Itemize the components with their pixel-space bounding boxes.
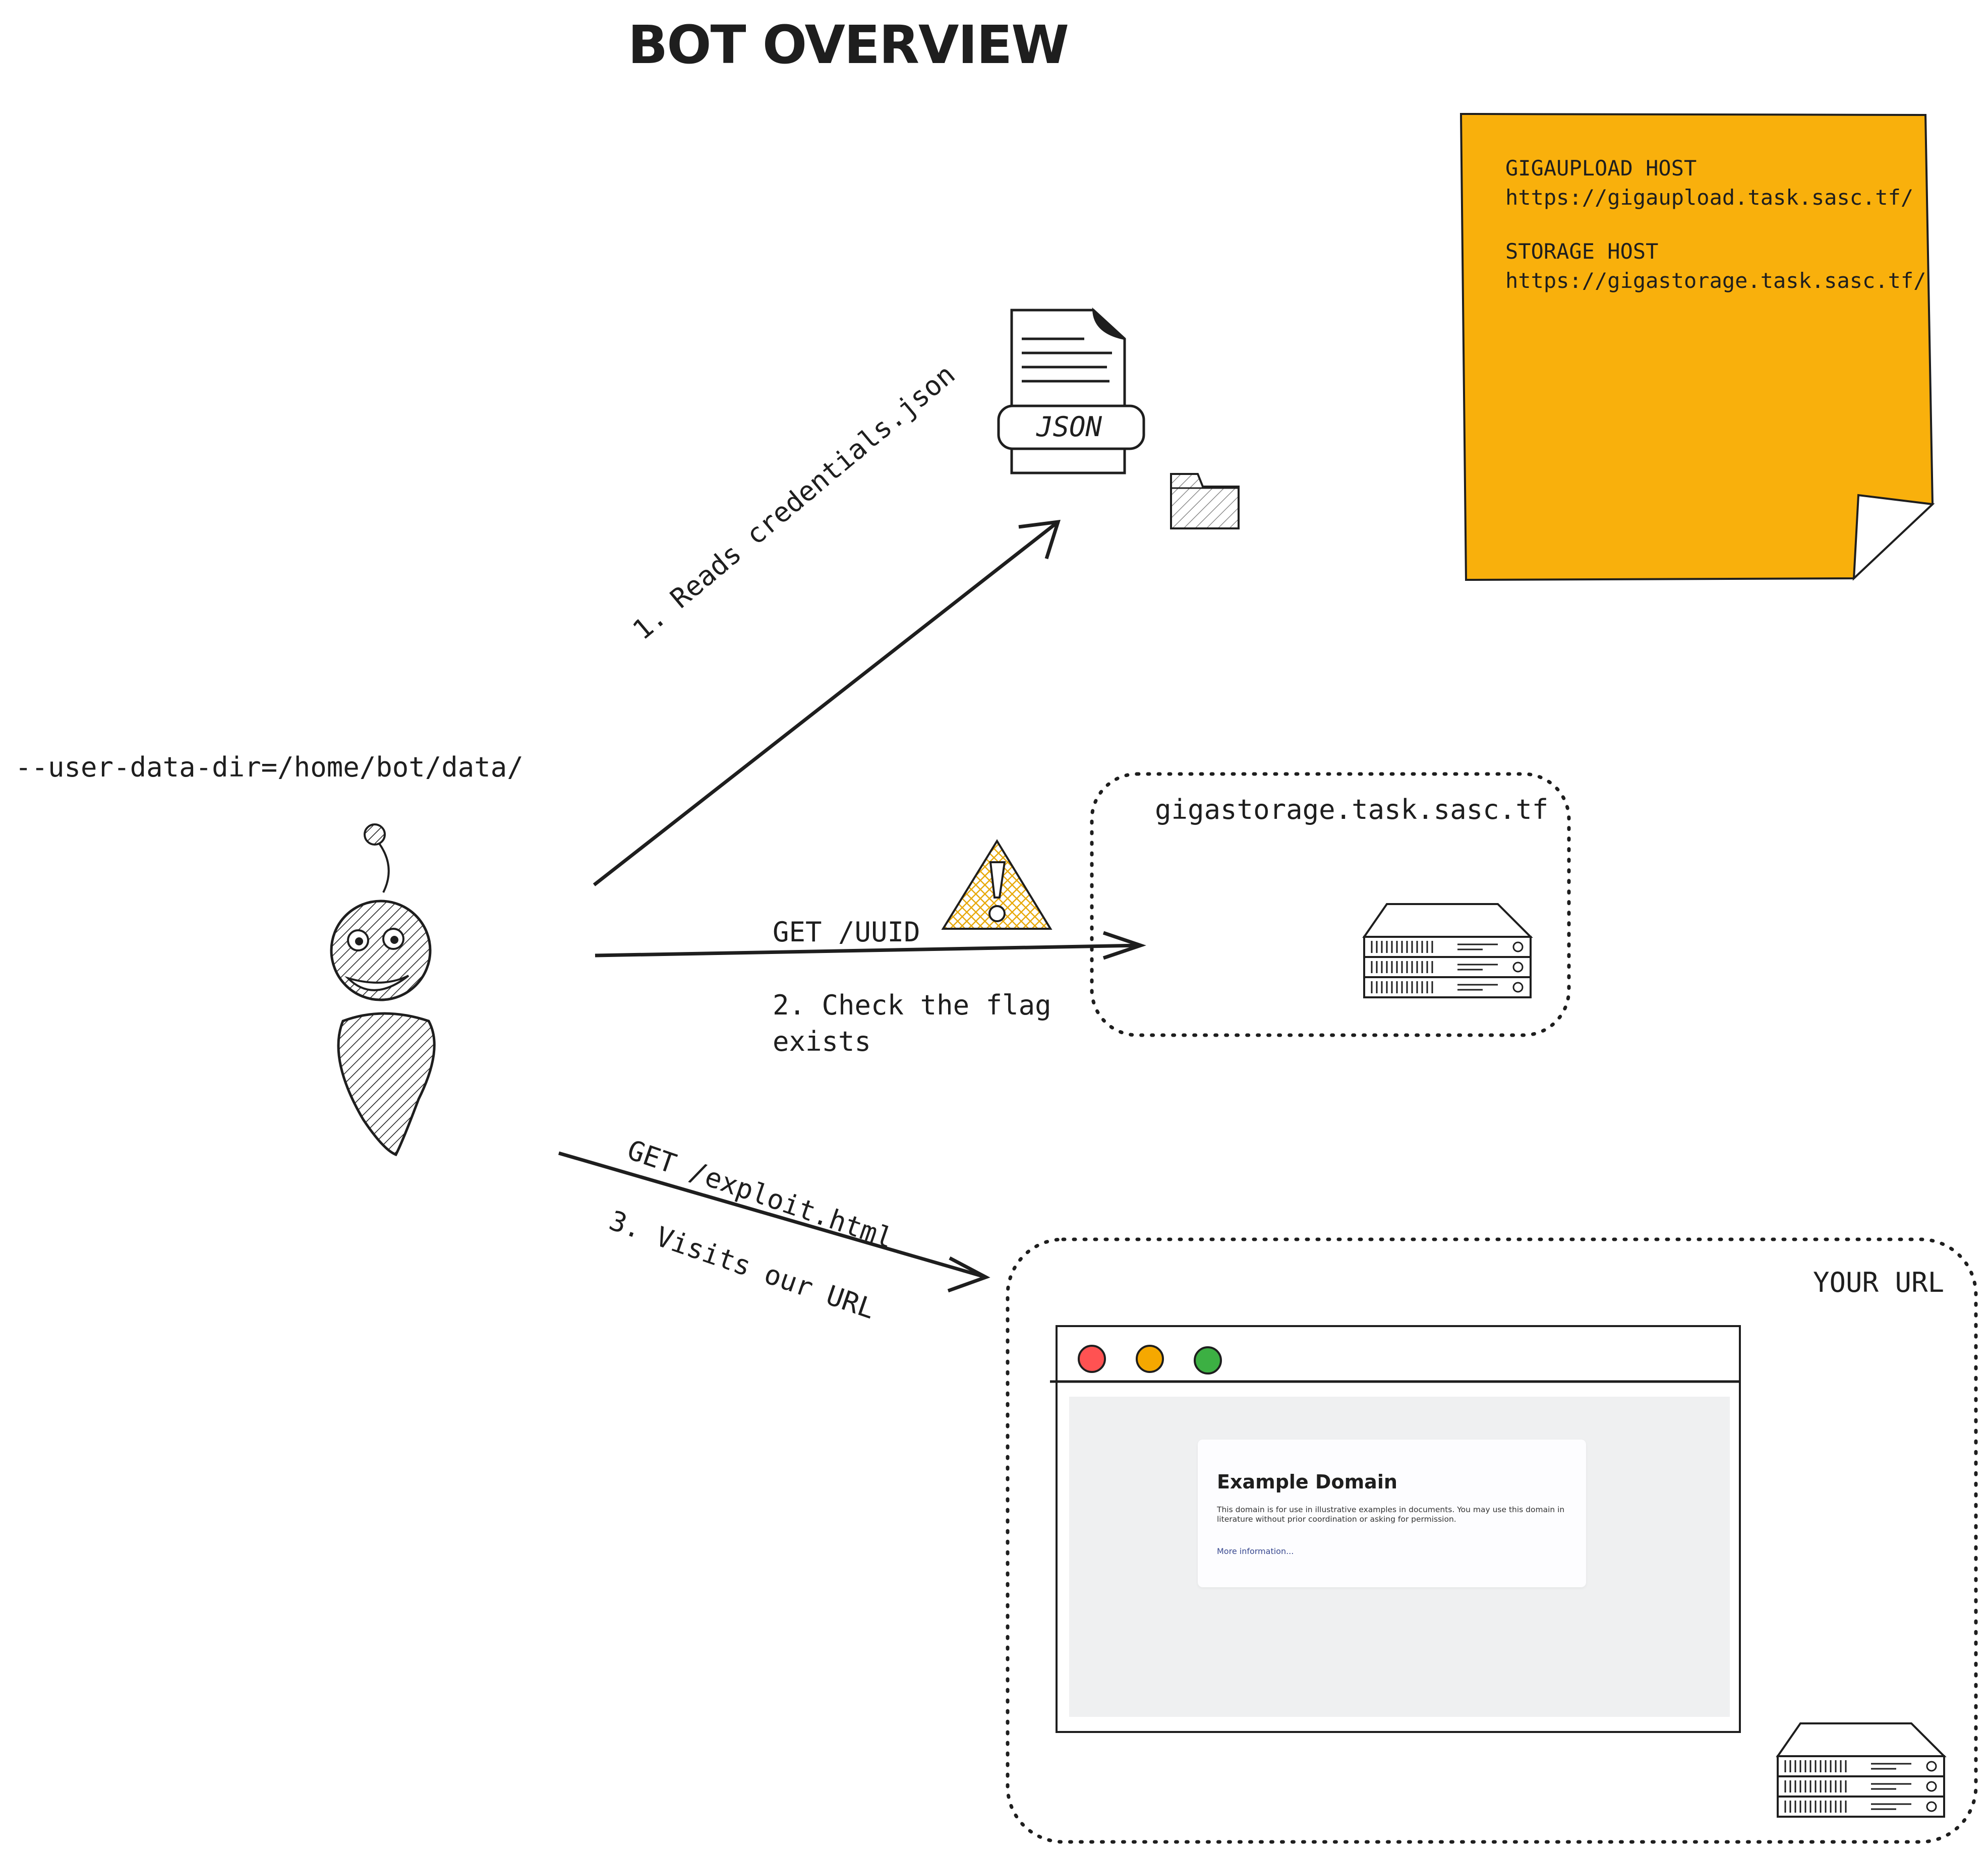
robot-figure-icon xyxy=(330,823,436,1157)
server-rack-icon xyxy=(1362,903,1533,998)
your-url-box xyxy=(1006,1237,1978,1844)
step2-request: GET /UUID xyxy=(773,916,920,948)
step2-label-line2: exists xyxy=(773,1026,871,1057)
note-gigaupload-url: https://gigaupload.task.sasc.tf/ xyxy=(1505,185,1914,210)
arrow-get-uuid xyxy=(595,931,1146,960)
arrow-reads-credentials xyxy=(593,519,1061,886)
storage-host-box xyxy=(1090,772,1571,1037)
json-document-icon xyxy=(997,307,1145,474)
example-domain-card: Example Domain This domain is for use in… xyxy=(1198,1440,1586,1587)
note-storage-url: https://gigastorage.task.sasc.tf/ xyxy=(1505,268,1926,293)
card-title: Example Domain xyxy=(1217,1471,1397,1493)
step2-label-line1: 2. Check the flag xyxy=(773,989,1051,1021)
your-url-label: YOUR URL xyxy=(1813,1267,1945,1298)
sticky-note xyxy=(1459,112,1935,581)
note-storage-label: STORAGE HOST xyxy=(1505,239,1659,264)
card-text: This domain is for use in illustrative e… xyxy=(1217,1505,1565,1524)
diagram-title: BOT OVERVIEW xyxy=(628,14,1069,76)
note-gigaupload-label: GIGAUPLOAD HOST xyxy=(1505,156,1697,181)
storage-host-label: gigastorage.task.sasc.tf xyxy=(1155,794,1549,825)
warning-triangle-icon xyxy=(941,839,1053,930)
json-label: JSON xyxy=(1036,411,1102,443)
more-information-link[interactable]: More information... xyxy=(1217,1546,1294,1556)
bot-user-data-dir: --user-data-dir=/home/bot/data/ xyxy=(15,751,523,783)
window-controls xyxy=(1078,1345,1222,1374)
folder-icon xyxy=(1170,473,1240,529)
minimize-dot[interactable] xyxy=(1136,1345,1164,1373)
server-rack-icon xyxy=(1776,1722,1947,1818)
close-dot[interactable] xyxy=(1078,1345,1106,1373)
arrow-get-exploit xyxy=(558,1151,990,1293)
maximize-dot[interactable] xyxy=(1194,1346,1222,1374)
